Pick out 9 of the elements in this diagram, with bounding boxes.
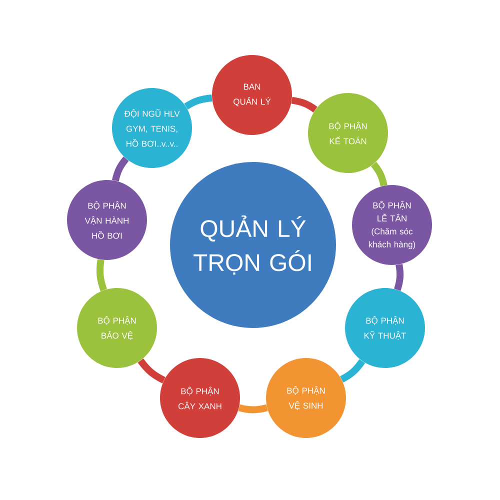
connector-arc — [96, 259, 108, 292]
connector-arc — [138, 358, 166, 384]
connector-arc — [291, 96, 318, 112]
connector-arc — [370, 162, 388, 186]
connector-arc — [340, 359, 366, 382]
connector-arc — [112, 156, 129, 182]
connector-arc — [238, 404, 268, 414]
connector-arc — [394, 264, 404, 291]
connector-arc — [184, 94, 212, 110]
